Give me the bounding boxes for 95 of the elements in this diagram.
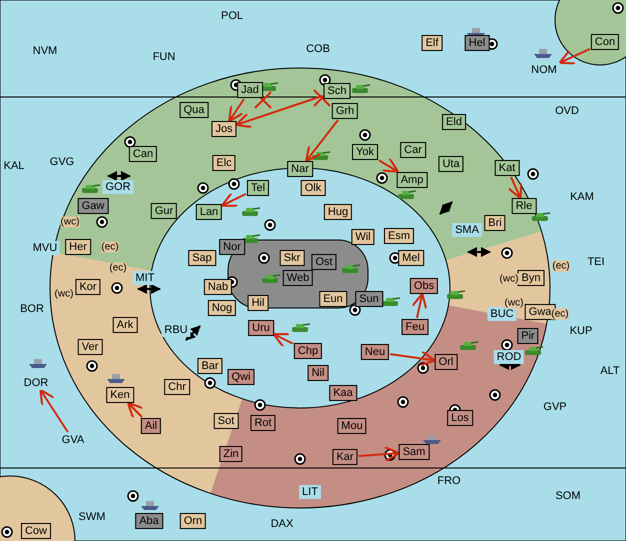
land-region-label: Hil: [248, 295, 268, 311]
land-region-label: Sch: [324, 83, 350, 99]
coast-label: (wc): [500, 274, 518, 284]
land-region-label: Sam: [398, 444, 430, 460]
land-region-label: Amp: [396, 172, 428, 188]
sea-region-label: MIT: [132, 271, 158, 285]
land-region-label: Neu: [360, 344, 390, 360]
land-region-label: Gaw: [78, 198, 108, 214]
land-region-label: Jos: [211, 121, 237, 137]
land-region-label: Cow: [21, 523, 51, 539]
land-region-label: Esm: [384, 228, 414, 244]
land-region-label: Elf: [422, 35, 442, 51]
order-arrow: [272, 332, 294, 348]
coast-label: (wc): [54, 288, 74, 300]
land-region-label: Zin: [219, 446, 243, 462]
coast-label: (ec): [109, 262, 127, 274]
land-region-label: Ail: [140, 418, 162, 434]
order-arrow: [358, 446, 400, 462]
land-region-label: Feu: [402, 319, 428, 335]
land-region-label: Elc: [212, 155, 236, 171]
order-arrow: [39, 388, 69, 433]
land-region-label: Chr: [164, 379, 190, 395]
sea-region-label: SMA: [452, 223, 482, 237]
order-arrow: [220, 192, 246, 207]
sea-region-label: RBU: [161, 323, 191, 337]
land-region-label: Skr: [280, 250, 304, 266]
land-region-label: Aba: [135, 513, 163, 529]
land-region-label: Bri: [484, 215, 506, 231]
coast-label: (wc): [60, 216, 80, 228]
land-region-label: Uru: [248, 320, 274, 336]
land-region-label: Kar: [332, 449, 358, 465]
land-region-label: Bar: [197, 358, 223, 374]
land-region-label: Mou: [337, 418, 367, 434]
order-arrow: [558, 48, 590, 64]
land-region-label: Sot: [214, 413, 238, 429]
land-region-label: Eld: [442, 114, 466, 130]
land-region-label: Grh: [332, 103, 358, 119]
coast-label: (ec): [551, 308, 569, 320]
sea-region-label: ROD: [494, 350, 524, 364]
land-region-label: Uta: [438, 156, 464, 172]
land-region-label: Ost: [311, 254, 337, 270]
land-region-label: Nil: [308, 365, 328, 381]
order-arrow: [507, 176, 522, 200]
land-region-label: Orl: [434, 354, 458, 370]
land-region-label: Car: [400, 142, 426, 158]
order-arrow: [390, 350, 436, 366]
order-arrow: [411, 292, 428, 318]
land-region-label: Nar: [287, 161, 313, 177]
land-region-label: Can: [128, 146, 158, 162]
land-region-label: Ark: [112, 317, 138, 333]
coast-label: (wc): [504, 298, 524, 308]
sea-region-label: BUC: [487, 307, 517, 321]
land-region-label: Los: [447, 410, 473, 426]
land-region-label: Yok: [352, 144, 378, 160]
land-region-label: Nor: [219, 239, 245, 255]
coast-label: (ec): [101, 242, 119, 252]
land-region-label: Gur: [150, 203, 178, 219]
land-region-label: Kaa: [329, 385, 357, 401]
land-region-label: Rot: [250, 415, 276, 431]
coast-label: (ec): [552, 260, 570, 272]
land-region-label: Orn: [180, 513, 206, 529]
land-region-label: Qwi: [228, 369, 254, 385]
land-region-label: Pir: [517, 328, 539, 344]
land-region-label: Rle: [512, 198, 536, 214]
order-arrow: [235, 94, 323, 128]
land-region-label: Sap: [188, 250, 216, 266]
land-region-label: Tel: [246, 180, 270, 196]
land-region-label: Kor: [75, 279, 101, 295]
order-arrow: [126, 402, 144, 419]
land-region-label: Eun: [319, 291, 347, 307]
land-region-label: Hug: [324, 204, 352, 220]
land-region-label: Olk: [300, 180, 326, 196]
land-region-label: Byn: [518, 270, 544, 286]
land-region-label: Web: [282, 270, 314, 286]
land-region-label: Wil: [351, 229, 375, 245]
order-arrow: [378, 158, 400, 173]
land-region-label: Ver: [78, 339, 102, 355]
order-arrow: [228, 98, 245, 122]
land-region-label: Qua: [180, 102, 208, 118]
land-region-label: Con: [590, 34, 620, 50]
land-region-label: Chp: [294, 343, 322, 359]
land-region-label: Sun: [355, 291, 383, 307]
land-region-label: Mel: [398, 250, 424, 266]
land-region-label: Lan: [196, 204, 222, 220]
order-arrow: [305, 119, 339, 162]
land-region-label: Kat: [494, 160, 520, 176]
land-region-label: Her: [65, 239, 91, 255]
land-region-label: Ken: [106, 387, 134, 403]
land-region-label: Obs: [410, 278, 438, 294]
sea-region-label: LIT: [299, 485, 321, 499]
land-region-label: Hel: [464, 35, 490, 51]
land-region-label: Nog: [208, 300, 236, 316]
sea-region-label: GOR: [102, 180, 134, 194]
land-region-label: Nab: [204, 279, 232, 295]
land-region-label: Jad: [237, 82, 263, 98]
